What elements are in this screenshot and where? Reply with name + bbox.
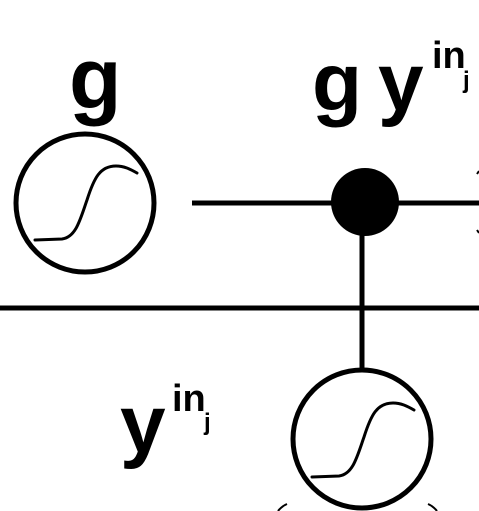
label-y-bottom: y [120,379,166,470]
label-y-top: y [378,37,424,128]
junction-node [331,168,399,236]
sigmoid-icon [33,164,139,242]
bottom-edge-mark-right [427,503,438,511]
label-g-top: g [312,37,362,128]
label-j-bottom: j [203,409,211,436]
sigmoid-icon [310,401,416,479]
label-in-bottom: in [172,378,206,420]
label-j-top: j [462,67,470,94]
bottom-edge-mark-left [277,503,288,511]
label-g-left: g [69,31,122,127]
sigmoid-unit-bottom [290,367,434,511]
sigmoid-unit-left [13,131,157,275]
label-in-top: in [432,35,466,77]
